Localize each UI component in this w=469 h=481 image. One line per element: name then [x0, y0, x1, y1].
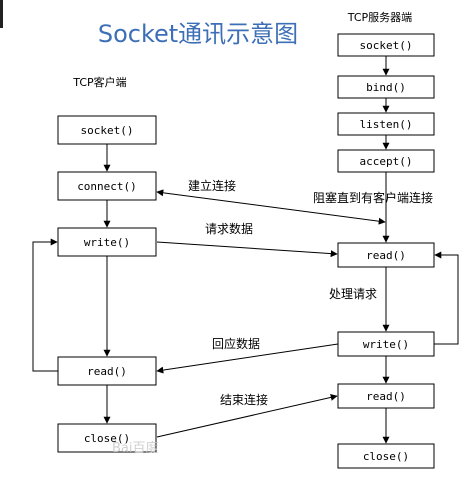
server-accept-box: accept() — [337, 149, 435, 173]
server-listen-text: listen() — [360, 118, 413, 131]
server-read-box: read() — [337, 242, 435, 268]
server-listen-box: listen() — [337, 112, 435, 136]
client-connect-box: connect() — [57, 171, 157, 201]
server-close-box: close() — [337, 443, 435, 469]
label-establish: 建立连接 — [188, 178, 236, 193]
client-write-box: write() — [57, 227, 157, 257]
label-request: 请求数据 — [205, 221, 253, 236]
client-close-text: close() — [84, 432, 130, 445]
server-read-text: read() — [366, 249, 406, 262]
arrow-end-connection — [156, 393, 338, 438]
server-label: TCP服务器端 — [347, 11, 412, 24]
arrow-response-data — [156, 343, 339, 374]
server-close-text: close() — [363, 450, 409, 463]
server-bind-text: bind() — [366, 81, 406, 94]
client-read-box: read() — [57, 356, 157, 386]
label-blocked: 阻塞直到有客户端连接 — [313, 190, 433, 205]
client-label: TCP客户端 — [72, 75, 126, 89]
label-process: 处理请求 — [329, 287, 377, 301]
arrow-request-data — [156, 241, 338, 258]
label-response: 回应数据 — [212, 336, 260, 351]
server-read2-text: read() — [366, 390, 406, 403]
client-write-text: write() — [84, 236, 130, 249]
client-connect-text: connect() — [77, 180, 137, 193]
baidu-watermark: Bai百度 — [112, 440, 159, 456]
client-read-text: read() — [87, 365, 127, 378]
server-write-text: write() — [363, 338, 409, 351]
arrow-server-loop — [434, 251, 459, 345]
server-socket-text: socket() — [360, 39, 413, 52]
client-socket-text: socket() — [81, 124, 134, 137]
label-end: 结束连接 — [220, 392, 268, 407]
server-accept-text: accept() — [360, 155, 413, 168]
server-bind-box: bind() — [337, 75, 435, 99]
client-close-box: close() — [57, 423, 157, 453]
server-write-box: write() — [337, 331, 435, 357]
client-socket-box: socket() — [57, 115, 157, 145]
arrow-establish-connection — [156, 189, 386, 225]
server-socket-box: socket() — [337, 33, 435, 57]
diagram-title: Socket通讯示意图 — [98, 20, 298, 48]
server-read2-box: read() — [337, 383, 435, 409]
left-edge-bar — [0, 0, 3, 28]
arrow-client-loop — [32, 238, 58, 372]
